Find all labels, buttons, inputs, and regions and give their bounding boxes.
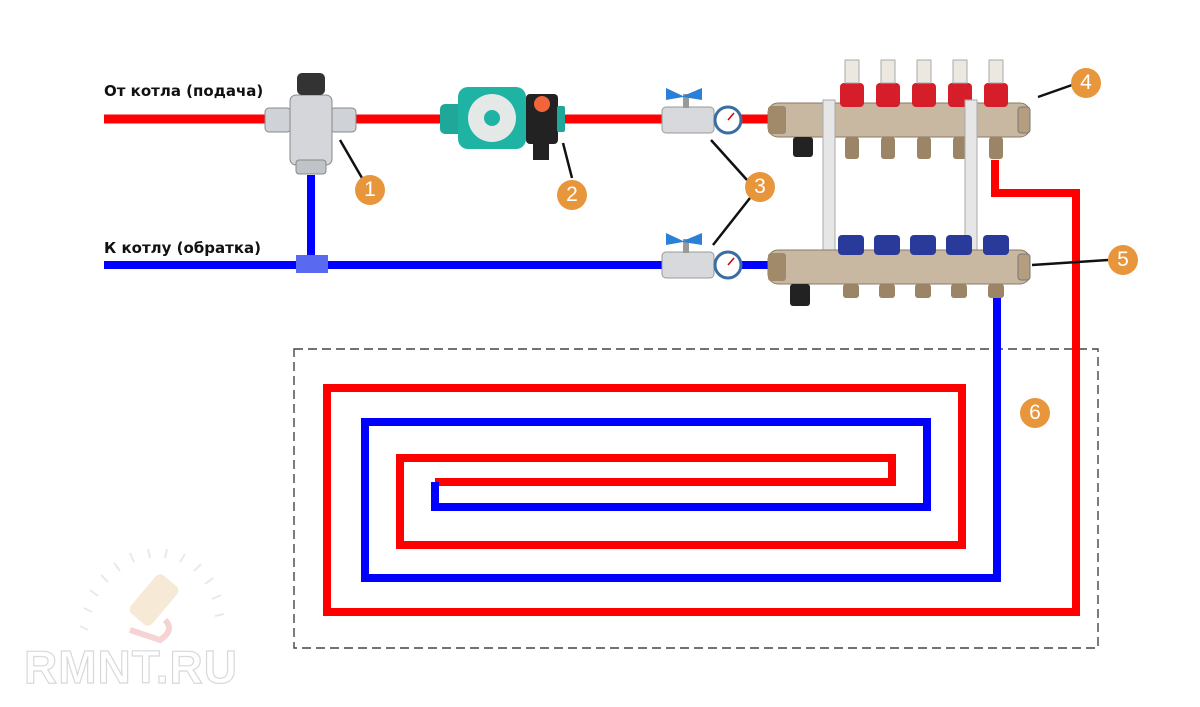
callout-badge-4: 4	[1071, 68, 1101, 98]
watermark-logo	[79, 548, 225, 644]
leader-lines	[338, 83, 1109, 267]
return-label: К котлу (обратка)	[104, 239, 261, 257]
return-ball-valve	[661, 233, 743, 280]
heated-zone-border	[293, 348, 1099, 649]
manifold-bracket-left	[822, 99, 836, 251]
return-manifold	[767, 235, 1031, 306]
supply-label: От котла (подача)	[104, 82, 264, 100]
mixing-valve	[264, 73, 357, 175]
watermark-text: RMNT.RU	[23, 640, 238, 693]
tee-fitting	[296, 255, 328, 273]
callout-badge-5: 5	[1108, 245, 1138, 275]
callout-badge-6: 6	[1020, 398, 1050, 428]
callout-badge-3: 3	[745, 172, 775, 202]
callout-badge-2: 2	[557, 180, 587, 210]
loop-supply-riser	[323, 160, 1080, 616]
supply-ball-valve	[661, 88, 743, 135]
callout-badge-1: 1	[355, 175, 385, 205]
manifold-bracket-right	[964, 99, 978, 251]
loop-return	[361, 295, 1001, 582]
supply-manifold	[767, 59, 1031, 159]
circulation-pump	[440, 87, 565, 160]
